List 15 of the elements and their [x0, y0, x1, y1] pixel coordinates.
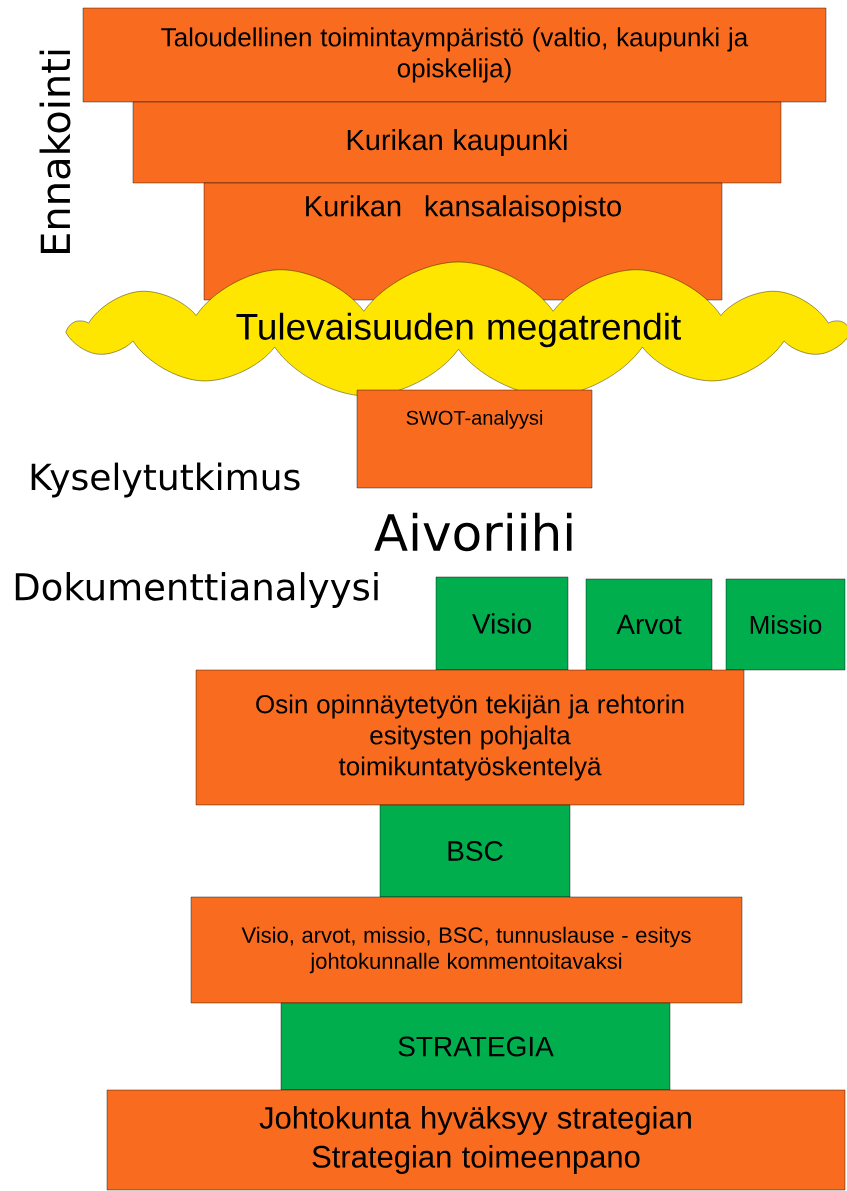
- process-box: Osin opinnäytetyön tekijän ja rehtorin esitysten pohjalta toimikuntatyöskentelyä: [195, 669, 745, 806]
- process-box: SWOT-analyysi: [356, 389, 593, 489]
- side-label: Kyselytutkimus: [31, 462, 300, 498]
- process-box: Arvot: [585, 578, 713, 671]
- process-box: Taloudellinen toimintaympäristö (valtio, kaupunki ja opiskelija): [82, 7, 827, 103]
- process-box: STRATEGIA: [280, 1002, 671, 1091]
- process-box: Johtokunta hyväksyy strategian Strategian toimeenpano: [106, 1089, 846, 1191]
- side-label: Aivoriihi: [374, 512, 572, 552]
- side-label: Ennakointi: [39, 50, 71, 254]
- process-box: Visio: [435, 576, 569, 671]
- process-box: Missio: [725, 578, 846, 671]
- process-box: BSC: [379, 804, 571, 898]
- process-box: Kurikan kaupunki: [132, 101, 782, 184]
- side-label: Dokumenttianalyysi: [15, 572, 378, 608]
- process-box: Visio, arvot, missio, BSC, tunnuslause - esitys johtokunnalle kommentoitavaksi: [190, 896, 743, 1004]
